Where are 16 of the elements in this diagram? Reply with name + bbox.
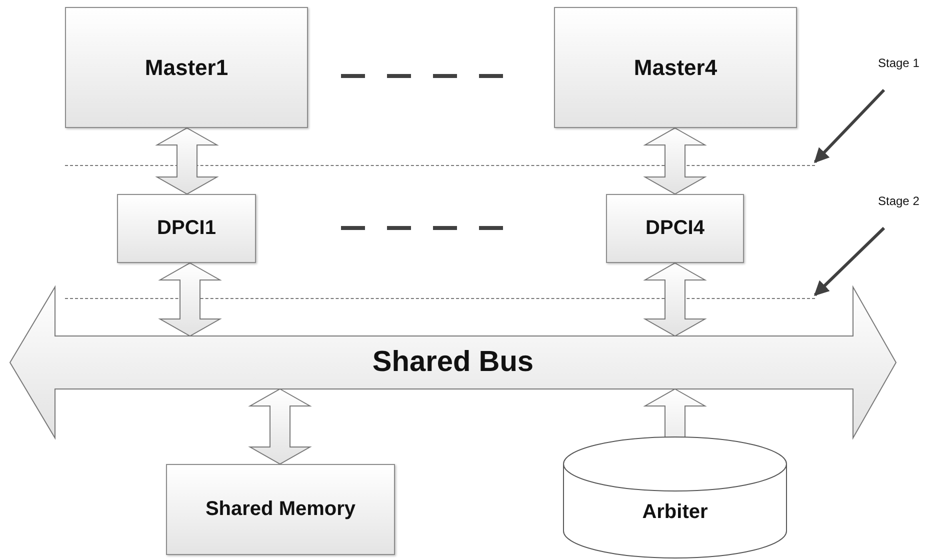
block-double-arrow — [155, 127, 219, 195]
block-double-arrow — [248, 388, 312, 465]
block-double-arrow — [158, 262, 222, 337]
process-box: DPCI1 — [117, 194, 256, 263]
process-box: DPCI4 — [606, 194, 744, 263]
bus-arrow-shape: Shared Bus — [10, 287, 896, 438]
block-double-arrow — [643, 262, 707, 337]
arbiter-cylinder: Arbiter — [563, 437, 787, 558]
block-double-arrow — [643, 127, 707, 195]
process-box: Master4 — [554, 7, 797, 128]
leader-arrow — [814, 226, 886, 296]
stage-label: Stage 2 — [878, 192, 946, 210]
leader-arrow — [814, 88, 886, 164]
memory-box: Shared Memory — [166, 464, 395, 555]
process-box: Master1 — [65, 7, 308, 128]
stage-label: Stage 1 — [878, 54, 946, 72]
